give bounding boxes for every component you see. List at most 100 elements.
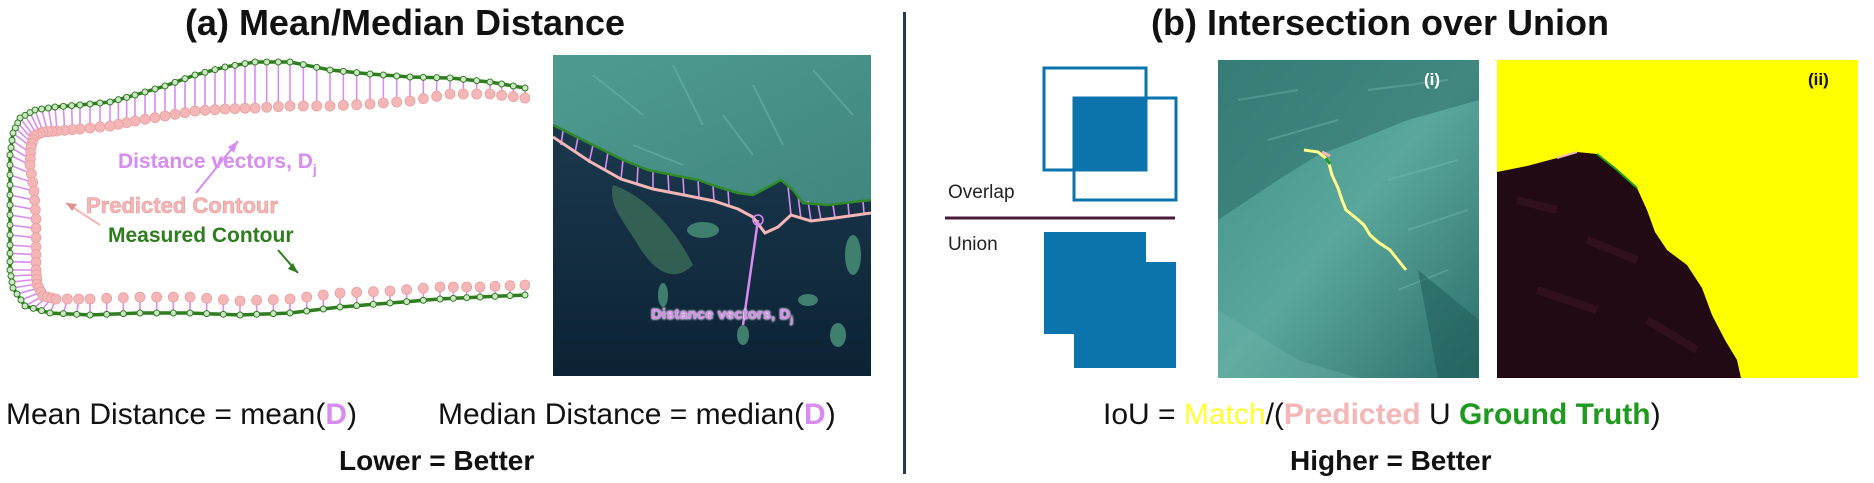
measured-node <box>433 74 441 82</box>
predicted-node <box>169 108 181 120</box>
measured-node <box>274 58 282 66</box>
measured-node <box>231 61 239 69</box>
measured-node <box>393 72 401 80</box>
predicted-node <box>489 280 501 292</box>
left-title: (a) Mean/Median Distance <box>184 2 626 43</box>
measured-node <box>313 63 321 71</box>
predicted-contour-nodes <box>24 88 530 307</box>
panel-i-predicted-segment <box>1321 150 1331 158</box>
predicted-node <box>30 232 42 244</box>
measured-node <box>521 291 529 299</box>
predicted-node <box>199 104 211 116</box>
predicted-node <box>504 280 516 292</box>
predicted-node <box>417 282 429 294</box>
measured-node <box>6 266 14 274</box>
measured-node <box>96 99 104 107</box>
measured-node <box>203 310 211 318</box>
distance-vector-lines <box>9 62 526 315</box>
predicted-node <box>201 292 213 304</box>
measured-node <box>241 60 249 68</box>
union-label: Union <box>948 234 998 255</box>
measured-node <box>303 307 311 315</box>
predicted-node <box>239 102 251 114</box>
measured-node <box>236 311 244 319</box>
measured-node <box>186 309 194 317</box>
measured-node <box>339 67 347 75</box>
measured-node <box>73 310 81 318</box>
predicted-node <box>324 100 336 112</box>
predicted-node <box>519 92 530 104</box>
measured-node <box>169 309 177 317</box>
measured-contour <box>8 60 526 317</box>
measured-node <box>459 75 467 83</box>
predicted-contour-label: Predicted Contour <box>86 193 278 218</box>
predicted-node <box>461 281 473 293</box>
predicted-node <box>364 98 376 110</box>
predicted-node <box>301 291 313 303</box>
measured-node <box>6 151 14 159</box>
predicted-node <box>337 99 349 111</box>
measured-node <box>13 290 21 298</box>
predicted-node <box>334 287 346 299</box>
measured-node <box>211 66 219 74</box>
measured-node <box>123 93 131 101</box>
measured-node <box>319 305 327 313</box>
measured-node <box>181 75 189 83</box>
measured-node <box>59 310 67 318</box>
predicted-term: Predicted <box>1283 398 1421 431</box>
measured-node <box>8 278 16 286</box>
measured-node <box>366 70 374 78</box>
predicted-node <box>61 293 73 305</box>
measured-node <box>151 85 159 93</box>
photo-distance-vectors-arrow <box>741 219 760 326</box>
measured-node <box>17 296 25 304</box>
predicted-node <box>284 293 296 305</box>
predicted-node <box>219 103 231 115</box>
predicted-node <box>149 112 161 124</box>
predicted-node <box>496 89 508 101</box>
measured-node <box>136 309 144 317</box>
measured-node <box>386 299 394 307</box>
measured-node <box>326 66 334 74</box>
predicted-node <box>30 222 42 234</box>
predicted-node <box>159 110 171 122</box>
predicted-node <box>404 95 416 107</box>
predicted-node <box>272 101 284 113</box>
satellite-panel-i: (i) <box>1218 60 1479 378</box>
panel-i-ground-truth-segment <box>1324 157 1332 165</box>
measured-node <box>131 91 139 99</box>
predicted-node <box>474 281 486 293</box>
predicted-node <box>94 121 106 133</box>
median-distance-formula: Median Distance = median(D) <box>438 398 836 431</box>
measured-node <box>86 100 94 108</box>
section-divider <box>903 12 906 474</box>
predicted-node <box>249 102 261 114</box>
predicted-node <box>471 88 483 100</box>
measured-node <box>119 310 127 318</box>
ground-truth-term: Ground Truth <box>1458 398 1651 431</box>
measured-node <box>506 292 514 300</box>
predicted-node <box>101 292 113 304</box>
measured-node <box>171 78 179 86</box>
predicted-node <box>104 120 116 132</box>
measured-node <box>21 302 29 310</box>
measured-node <box>106 98 114 106</box>
predicted-node <box>367 286 379 298</box>
measured-node <box>486 78 494 86</box>
measured-node <box>153 309 161 317</box>
iou-schematic: Overlap Union <box>945 66 1178 368</box>
predicted-node <box>139 113 151 125</box>
measured-node <box>476 293 484 301</box>
measured-node <box>6 161 14 169</box>
measured-node <box>6 181 14 189</box>
predicted-node <box>417 93 429 105</box>
measured-node <box>9 284 17 292</box>
predicted-node <box>507 91 519 103</box>
measured-node <box>38 105 46 113</box>
measured-node <box>263 58 271 66</box>
measured-node <box>269 310 277 318</box>
measured-node <box>6 171 14 179</box>
measured-node <box>6 241 14 249</box>
predicted-node <box>377 97 389 109</box>
measured-node <box>299 61 307 69</box>
